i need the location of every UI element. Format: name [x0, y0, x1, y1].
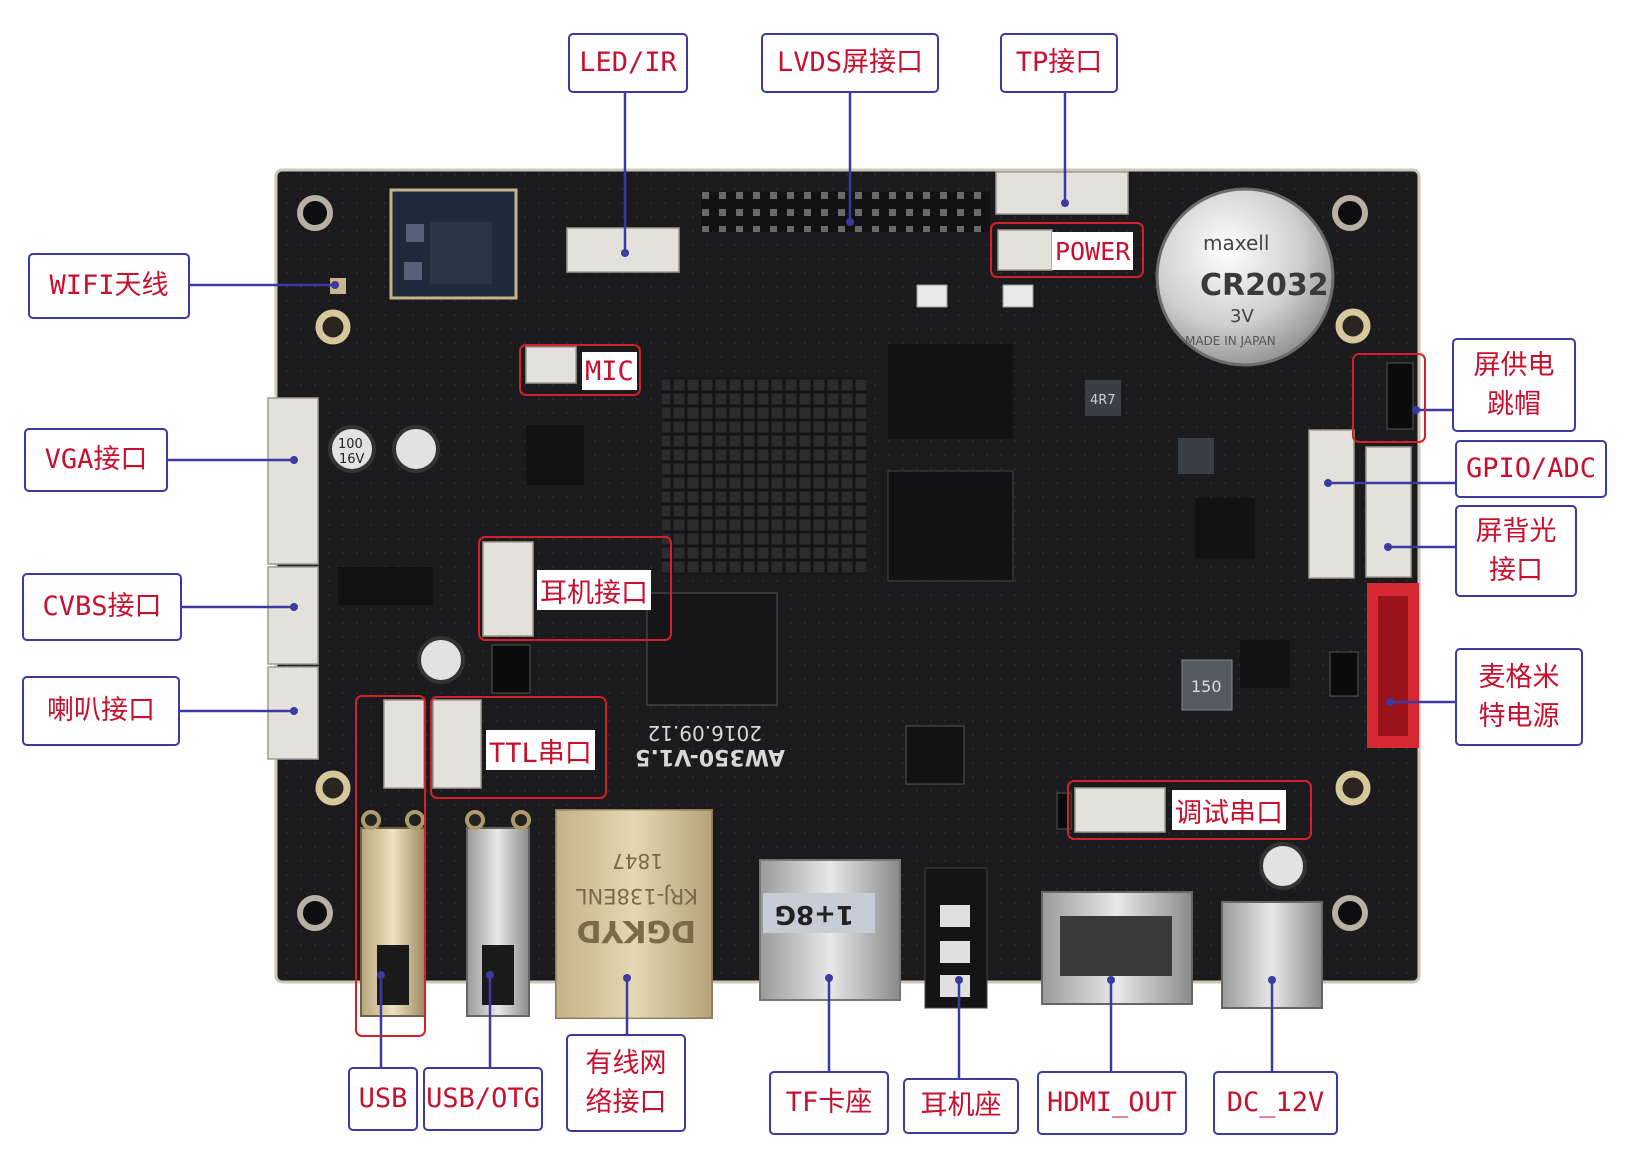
- callout-gpio-adc: GPIO/ADC: [1455, 440, 1607, 498]
- hdmi-port: [1041, 891, 1193, 1005]
- mounting-holes: [297, 195, 1368, 931]
- cap-label-value: 100: [338, 437, 363, 452]
- battery: maxell CR2032 3V MADE IN JAPAN: [1155, 187, 1335, 367]
- ttl-label: TTL串口: [486, 730, 595, 770]
- callout-earjack: 耳机座: [903, 1078, 1019, 1134]
- rj45-brand: DGKYD: [577, 913, 696, 948]
- board-model: AW350-V1.5: [635, 744, 785, 769]
- jumpers: [491, 362, 1414, 830]
- highlight-power: [990, 222, 1144, 278]
- highlight-debug: [1067, 780, 1312, 840]
- battery-type: CR2032: [1200, 268, 1329, 303]
- rj45-jack: DGKYD KRJ-138ENL 1847: [555, 809, 713, 1019]
- rj45-code: 1847: [612, 849, 663, 873]
- headphone-label: 耳机接口: [537, 570, 651, 610]
- callout-hdmi: HDMI_OUT: [1037, 1071, 1187, 1135]
- jst-connectors: [267, 171, 1412, 833]
- lvds-header: [701, 192, 990, 232]
- wifi-module: [330, 188, 518, 300]
- callout-power-jumper: 屏供电 跳帽: [1452, 338, 1576, 432]
- callout-speaker: 喇叭接口: [22, 676, 180, 746]
- board-date: 2016.09.12: [647, 721, 762, 745]
- callout-ethernet: 有线网 络接口: [566, 1034, 686, 1132]
- highlight-headphone: [478, 536, 672, 641]
- inductor-label-a: 4R7: [1090, 393, 1116, 408]
- callout-vga: VGA接口: [24, 428, 168, 492]
- ic-chips: [338, 344, 1290, 785]
- heatsink: [662, 378, 867, 574]
- callout-led-ir: LED/IR: [568, 33, 688, 93]
- highlight-usb: [355, 695, 426, 1037]
- callout-usb: USB: [348, 1067, 418, 1131]
- rj45-part: KRJ-138ENL: [576, 884, 698, 908]
- callout-lvds: LVDS屏接口: [761, 33, 939, 93]
- inductors: 4R7 150: [1085, 380, 1233, 711]
- inductor-label-b: 150: [1191, 677, 1222, 696]
- tact-switches: [916, 284, 1034, 308]
- highlight-power-jumper: [1352, 353, 1426, 443]
- mic-label: MIC: [582, 352, 637, 390]
- callout-dc12v: DC_12V: [1213, 1071, 1338, 1135]
- tf-capacity: 1+8G: [775, 899, 854, 929]
- cap-label-voltage: 16V: [339, 452, 365, 467]
- battery-voltage: 3V: [1230, 306, 1254, 327]
- highlight-ttl: [430, 696, 607, 799]
- callout-wifi: WIFI天线: [28, 253, 190, 319]
- callout-tp: TP接口: [1000, 33, 1118, 93]
- callout-molex-power: 麦格米 特电源: [1455, 648, 1583, 746]
- gold-pads: [315, 308, 1371, 806]
- callout-tf: TF卡座: [769, 1071, 889, 1135]
- callout-cvbs: CVBS接口: [22, 573, 182, 641]
- battery-brand: maxell: [1203, 231, 1269, 255]
- capacitors: 100 16V: [328, 425, 1307, 890]
- power-label: POWER: [1052, 232, 1134, 270]
- callout-backlight: 屏背光 接口: [1455, 505, 1577, 597]
- molex-connector: [1367, 583, 1419, 748]
- battery-origin: MADE IN JAPAN: [1185, 334, 1276, 348]
- debug-label: 调试串口: [1172, 790, 1286, 830]
- usb-ports: [360, 810, 531, 1017]
- callout-usb-otg: USB/OTG: [423, 1067, 543, 1131]
- highlight-mic: [519, 344, 641, 396]
